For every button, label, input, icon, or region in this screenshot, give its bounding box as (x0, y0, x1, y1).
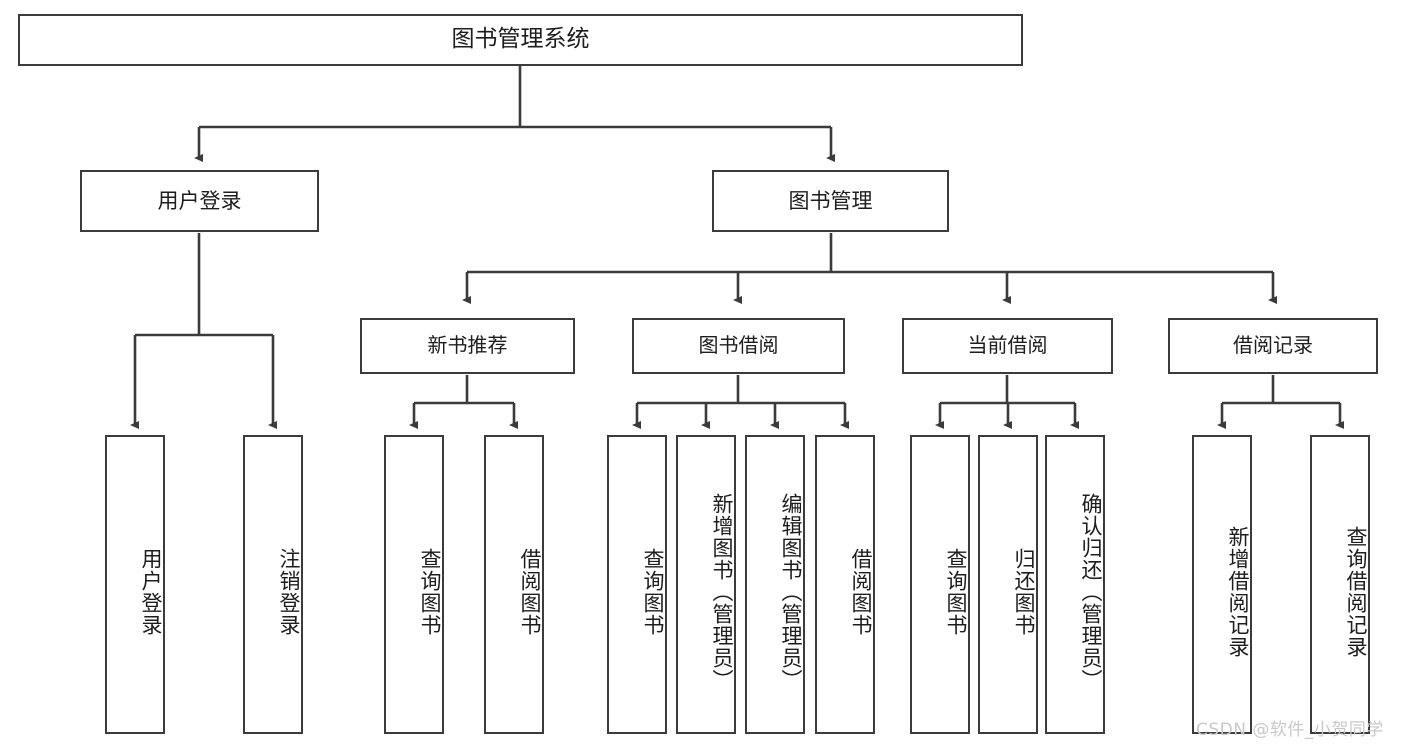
leaf-new-book-recommend-2[interactable]: 借阅图书 (484, 435, 544, 734)
leaf-label: 新增借阅记录 (1226, 525, 1250, 658)
node-borrow-record-label: 借阅记录 (1233, 333, 1313, 358)
leaf-label: 用户登录 (139, 547, 163, 636)
leaf-label: 新增图书（管理员） (710, 492, 734, 691)
leaf-label: 注销登录 (277, 547, 301, 636)
leaf-book-borrow-4[interactable]: 借阅图书 (815, 435, 875, 734)
node-book-borrow[interactable]: 图书借阅 (632, 318, 845, 374)
node-root[interactable]: 图书管理系统 (18, 14, 1023, 66)
node-current-borrow-label: 当前借阅 (967, 333, 1048, 358)
leaf-label: 查询借阅记录 (1344, 525, 1368, 658)
leaf-borrow-record-1[interactable]: 新增借阅记录 (1192, 435, 1252, 734)
leaf-current-borrow-2[interactable]: 归还图书 (978, 435, 1038, 734)
leaf-user-login-2[interactable]: 注销登录 (243, 435, 303, 734)
leaf-label: 借阅图书 (849, 547, 873, 636)
leaf-label: 查询图书 (418, 547, 442, 636)
node-root-label: 图书管理系统 (451, 26, 590, 53)
leaf-book-borrow-2[interactable]: 新增图书（管理员） (676, 435, 736, 734)
csdn-watermark: CSDN @软件_小贺同学 (1196, 720, 1384, 740)
leaf-borrow-record-2[interactable]: 查询借阅记录 (1310, 435, 1370, 734)
leaf-user-login-1[interactable]: 用户登录 (105, 435, 165, 734)
leaf-label: 确认归还（管理员） (1079, 492, 1103, 691)
node-book-manage-label: 图书管理 (788, 188, 873, 213)
leaf-label: 归还图书 (1012, 547, 1036, 636)
leaf-current-borrow-1[interactable]: 查询图书 (910, 435, 970, 734)
node-current-borrow[interactable]: 当前借阅 (902, 318, 1113, 374)
leaf-book-borrow-1[interactable]: 查询图书 (607, 435, 667, 734)
node-book-borrow-label: 图书借阅 (698, 333, 779, 358)
leaf-label: 借阅图书 (518, 547, 542, 636)
leaf-new-book-recommend-1[interactable]: 查询图书 (384, 435, 444, 734)
leaf-label: 查询图书 (944, 547, 968, 636)
leaf-label: 编辑图书（管理员） (779, 492, 803, 691)
leaf-label: 查询图书 (641, 547, 665, 636)
node-book-manage[interactable]: 图书管理 (712, 170, 949, 232)
leaf-book-borrow-3[interactable]: 编辑图书（管理员） (745, 435, 805, 734)
node-new-book-recommend[interactable]: 新书推荐 (360, 318, 575, 374)
node-user-login[interactable]: 用户登录 (80, 170, 319, 232)
leaf-current-borrow-3[interactable]: 确认归还（管理员） (1045, 435, 1105, 734)
node-user-login-label: 用户登录 (157, 188, 242, 213)
node-new-book-recommend-label: 新书推荐 (427, 333, 508, 358)
node-borrow-record[interactable]: 借阅记录 (1168, 318, 1378, 374)
